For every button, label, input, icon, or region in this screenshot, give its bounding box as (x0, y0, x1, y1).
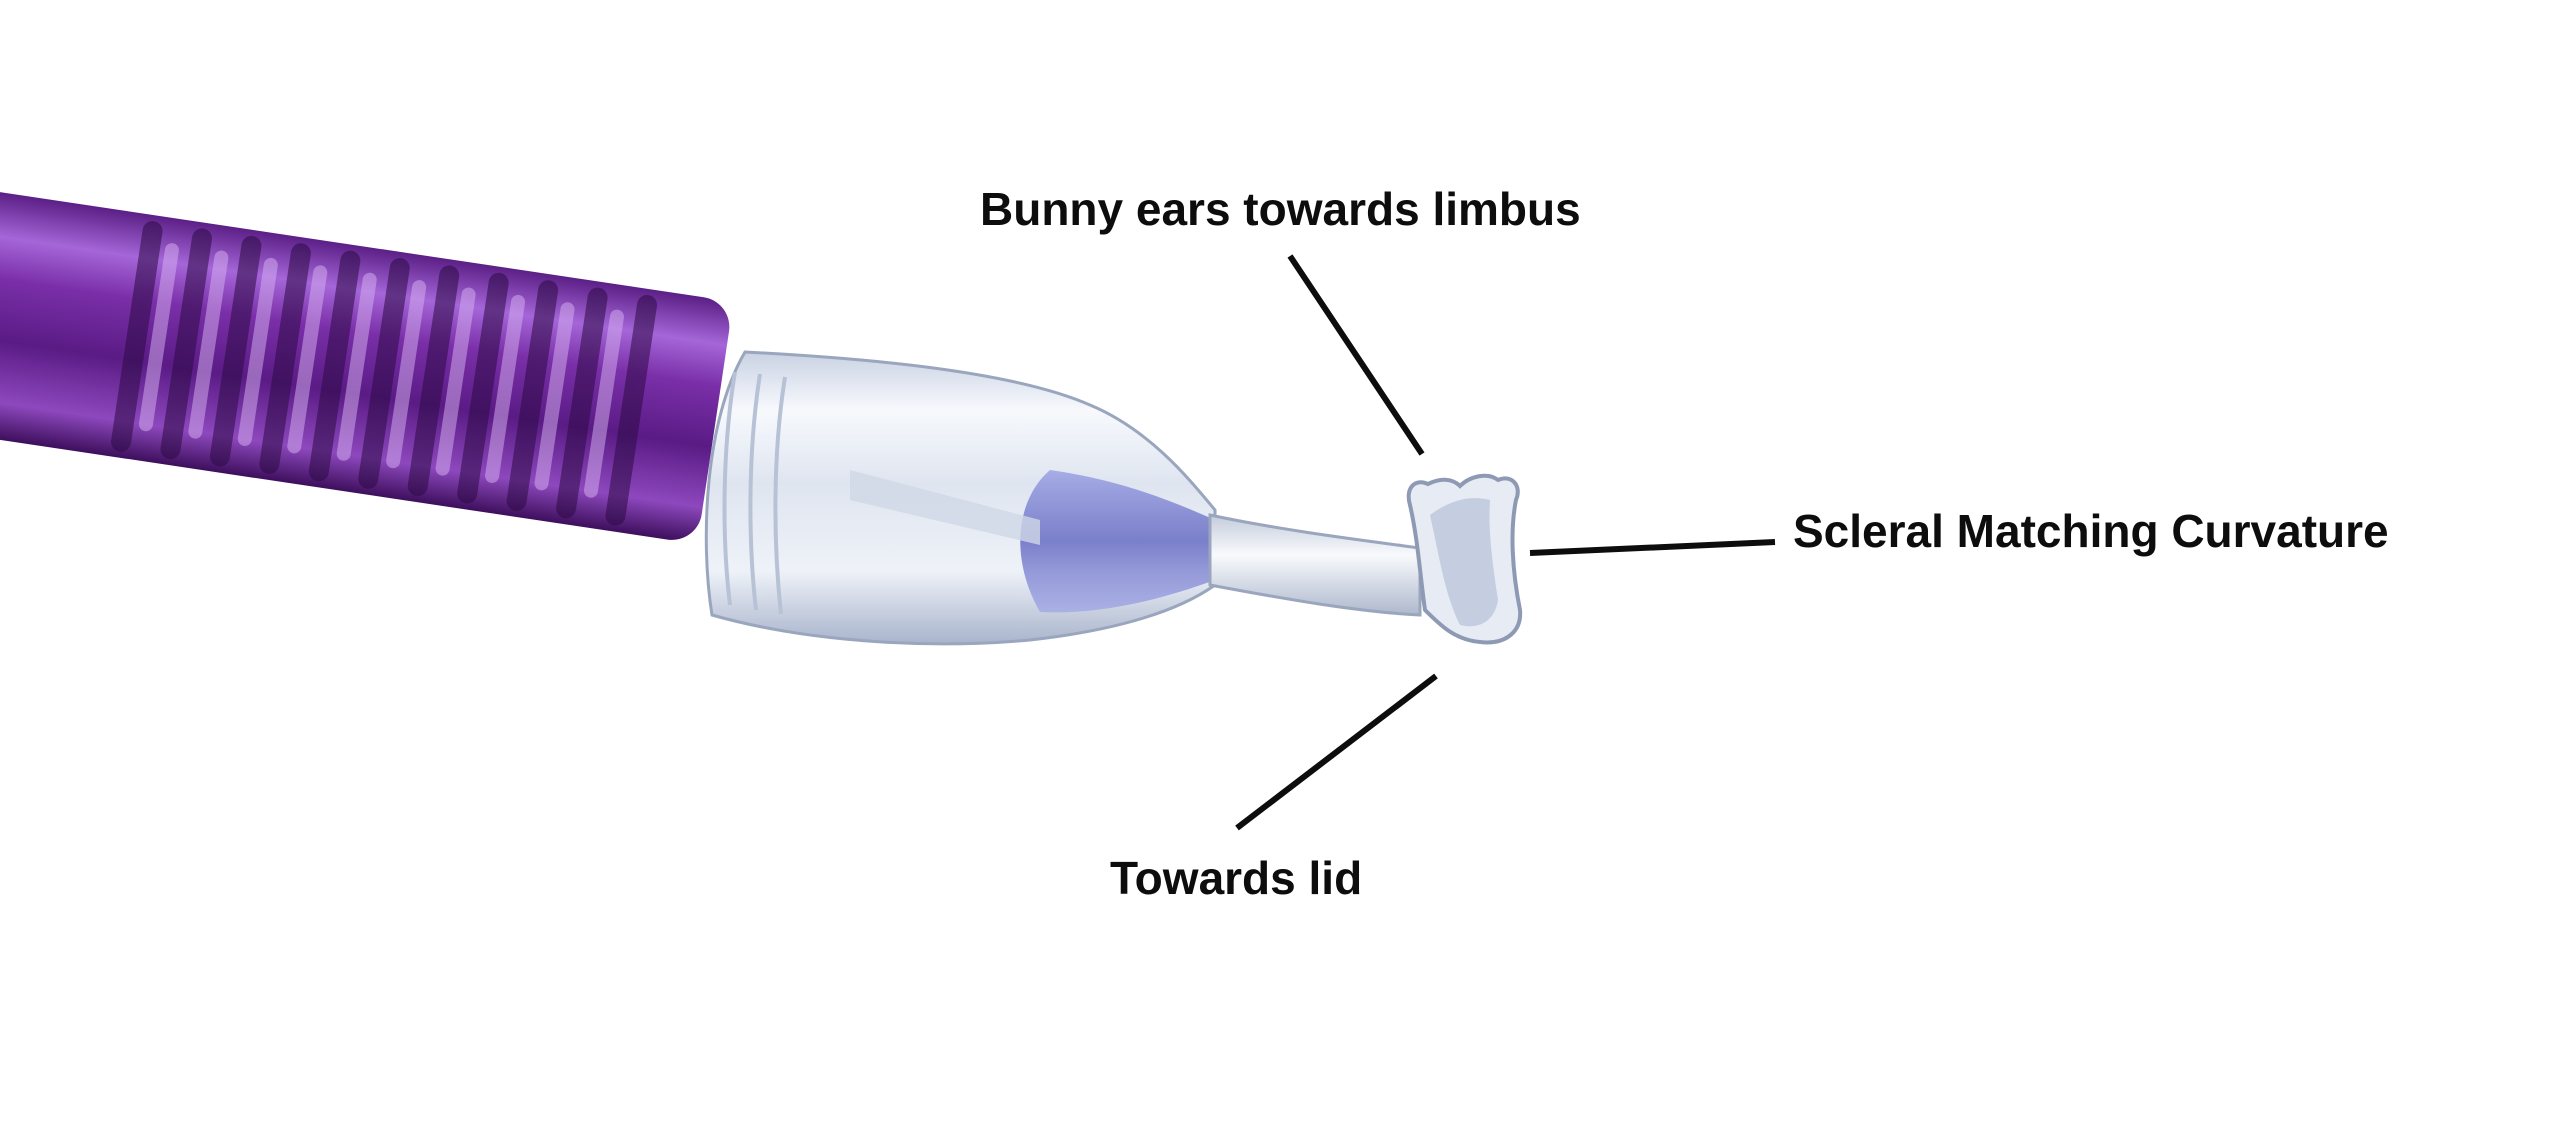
label-scleral-matching-curvature: Scleral Matching Curvature (1793, 505, 2389, 557)
handle-icon (0, 189, 730, 540)
tip-cup-shading (1430, 498, 1498, 627)
tip-stem (1208, 513, 1422, 617)
leader-lines (1235, 254, 1776, 831)
leader-line-lid (1235, 673, 1438, 831)
tip-blue-core (1020, 470, 1215, 613)
leader-line-bunny-ears (1287, 254, 1425, 456)
label-bunny-ears: Bunny ears towards limbus (980, 183, 1581, 235)
tip-collar-threads (722, 371, 787, 615)
tip-inner-rod (850, 470, 1040, 545)
tip-icon (704, 350, 1523, 646)
leader-line-scleral (1529, 539, 1776, 556)
label-towards-lid: Towards lid (1110, 852, 1363, 904)
handle-grip-ribs (111, 221, 658, 526)
handle-grip-highlights (138, 243, 624, 498)
